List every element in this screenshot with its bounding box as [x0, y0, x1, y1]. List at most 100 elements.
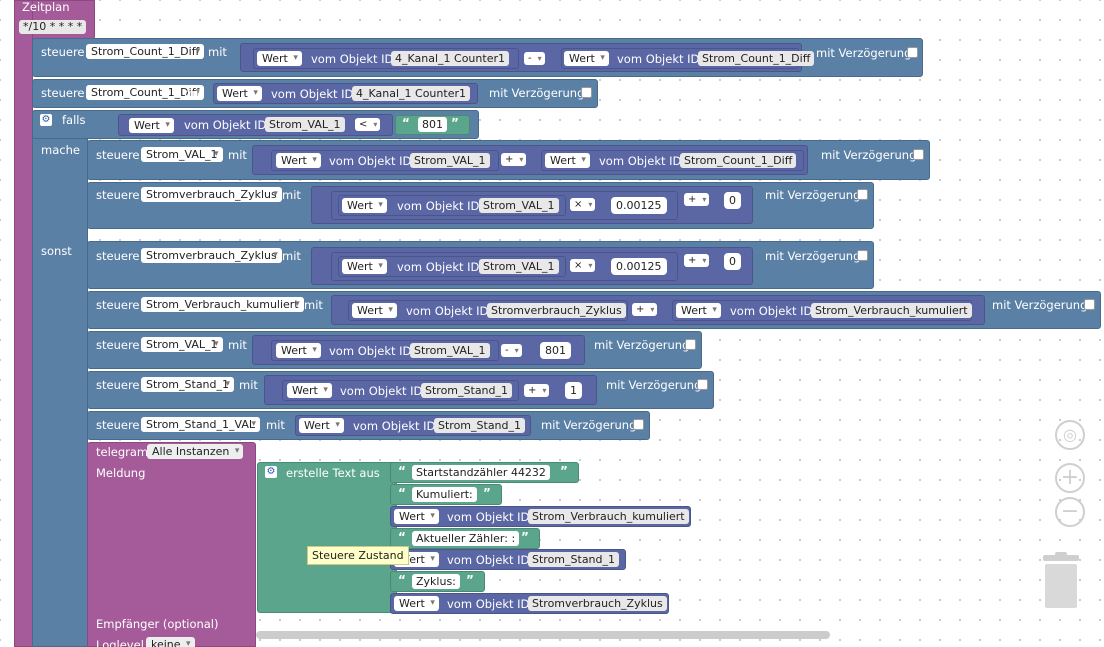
delay-checkbox[interactable]	[857, 189, 868, 200]
text-field[interactable]: 801	[418, 117, 447, 132]
object-id-field[interactable]: Strom_VAL_1	[410, 153, 490, 168]
state-id-dropdown[interactable]: Strom_Count_1_Diff	[86, 85, 205, 100]
state-id-dropdown[interactable]: Stromverbrauch_Zyklus	[141, 187, 282, 202]
delay-checkbox[interactable]	[685, 339, 696, 350]
vom-objekt-label: vom Objekt ID	[406, 304, 489, 318]
operator-dropdown[interactable]: +	[524, 384, 550, 397]
text-field[interactable]: Zyklus:	[412, 574, 460, 589]
vom-objekt-label: vom Objekt ID	[184, 118, 267, 132]
attr-dropdown[interactable]: Wert	[287, 383, 332, 398]
operator-dropdown[interactable]: ×	[570, 198, 596, 211]
join-label: erstelle Text aus	[286, 466, 380, 480]
operator-dropdown[interactable]: +	[684, 193, 710, 206]
object-id-field[interactable]: Strom_Count_1_Diff	[680, 153, 797, 168]
object-id-field[interactable]: Stromverbrauch_Zyklus	[487, 303, 626, 318]
operator-dropdown[interactable]: <	[355, 118, 381, 131]
attr-dropdown[interactable]: Wert	[276, 343, 321, 358]
attr-dropdown[interactable]: Wert	[545, 153, 590, 168]
number-field[interactable]: 0	[724, 192, 741, 209]
delay-checkbox[interactable]	[697, 379, 708, 390]
attr-dropdown[interactable]: Wert	[564, 51, 609, 66]
object-id-field[interactable]: Strom_Stand_1	[434, 418, 526, 433]
sonst-label: sonst	[41, 244, 72, 258]
schedule-cron-field[interactable]: */10 * * * *	[19, 20, 87, 34]
object-id-field[interactable]: 4_Kanal_1 Counter1	[391, 51, 509, 66]
attr-dropdown[interactable]: Wert	[129, 118, 174, 133]
attr-dropdown[interactable]: Wert	[342, 259, 387, 274]
plus-icon[interactable]: +	[1055, 463, 1085, 493]
delay-checkbox[interactable]	[581, 87, 592, 98]
delay-checkbox[interactable]	[1084, 299, 1095, 310]
state-id-dropdown[interactable]: Strom_Stand_1_VAL	[141, 417, 260, 432]
text-join-block[interactable]	[257, 462, 397, 613]
state-id-dropdown[interactable]: Stromverbrauch_Zyklus	[141, 248, 282, 263]
state-id-dropdown[interactable]: Strom_VAL_1	[141, 147, 223, 162]
object-id-field[interactable]: Stromverbrauch_Zyklus	[528, 596, 667, 611]
meldung-label: Meldung	[96, 466, 146, 480]
object-id-field[interactable]: Strom_VAL_1	[265, 117, 345, 132]
target-icon[interactable]: ◎	[1055, 420, 1085, 450]
number-field[interactable]: 0	[724, 253, 741, 270]
object-id-field[interactable]: Strom_VAL_1	[479, 259, 559, 274]
delay-checkbox[interactable]	[633, 419, 644, 430]
text-field[interactable]: Aktueller Zähler: :	[412, 531, 520, 546]
vom-objekt-label: vom Objekt ID	[447, 510, 530, 524]
attr-dropdown[interactable]: Wert	[276, 153, 321, 168]
object-id-field[interactable]: Strom_Stand_1	[421, 383, 513, 398]
number-field[interactable]: 801	[540, 342, 571, 359]
mit-label: mit	[304, 298, 323, 312]
number-field[interactable]: 0.00125	[611, 258, 667, 275]
object-id-field[interactable]: Strom_Count_1_Diff	[698, 51, 815, 66]
loglevel-dropdown[interactable]: keine	[146, 637, 195, 647]
operator-dropdown[interactable]: +	[632, 303, 658, 316]
operator-dropdown[interactable]: +	[501, 153, 527, 166]
operator-dropdown[interactable]: -	[524, 52, 545, 65]
mit-label: mit	[266, 418, 285, 432]
attr-dropdown[interactable]: Wert	[299, 418, 344, 433]
schedule-spine	[14, 0, 33, 647]
vom-objekt-label: vom Objekt ID	[340, 384, 423, 398]
state-id-dropdown[interactable]: Strom_Stand_1	[141, 377, 235, 392]
attr-dropdown[interactable]: Wert	[394, 596, 439, 611]
horizontal-scrollbar[interactable]	[256, 631, 830, 639]
operator-dropdown[interactable]: +	[684, 254, 710, 267]
quote-close: ”	[466, 573, 474, 587]
object-id-field[interactable]: Strom_Verbrauch_kumuliert	[811, 303, 972, 318]
attr-dropdown[interactable]: Wert	[676, 303, 721, 318]
minus-icon[interactable]: −	[1055, 497, 1085, 527]
operator-dropdown[interactable]: ×	[570, 259, 596, 272]
attr-dropdown[interactable]: Wert	[352, 303, 397, 318]
text-field[interactable]: Kumuliert:	[412, 487, 477, 502]
gear-icon[interactable]: ⚙	[40, 114, 52, 126]
state-id-dropdown[interactable]: Strom_VAL_1	[141, 337, 223, 352]
attr-dropdown[interactable]: Wert	[394, 509, 439, 524]
object-id-field[interactable]: Strom_VAL_1	[479, 198, 559, 213]
state-id-dropdown[interactable]: Strom_Verbrauch_kumuliert	[141, 297, 304, 312]
object-id-field[interactable]: 4_Kanal_1 Counter1	[352, 86, 470, 101]
delay-checkbox[interactable]	[913, 149, 924, 160]
text-field[interactable]: Startstandzähler 44232	[412, 465, 550, 480]
mache-label: mache	[41, 143, 80, 157]
attr-dropdown[interactable]: Wert	[342, 198, 387, 213]
delay-checkbox[interactable]	[857, 250, 868, 261]
quote-open: “	[398, 486, 406, 500]
quote-open: “	[402, 116, 410, 130]
state-id-dropdown[interactable]: Strom_Count_1_Diff	[86, 44, 205, 59]
trash-icon[interactable]	[1043, 552, 1079, 609]
object-id-field[interactable]: Strom_Verbrauch_kumuliert	[528, 509, 689, 524]
if-else-block[interactable]	[32, 110, 88, 647]
steuere-label: steuere	[96, 249, 140, 263]
telegram-block[interactable]	[87, 442, 256, 647]
instance-dropdown[interactable]: Alle Instanzen	[147, 444, 244, 459]
delay-label: mit Verzögerung	[821, 148, 917, 162]
gear-icon[interactable]: ⚙	[265, 466, 277, 478]
operator-dropdown[interactable]: -	[501, 344, 522, 357]
object-id-field[interactable]: Strom_Stand_1	[528, 552, 620, 567]
number-field[interactable]: 1	[565, 382, 582, 399]
attr-dropdown[interactable]: Wert	[217, 86, 262, 101]
number-field[interactable]: 0.00125	[611, 197, 667, 214]
object-id-field[interactable]: Strom_VAL_1	[410, 343, 490, 358]
delay-checkbox[interactable]	[907, 47, 918, 58]
attr-dropdown[interactable]: Wert	[257, 51, 302, 66]
delay-label: mit Verzögerung	[816, 46, 912, 60]
